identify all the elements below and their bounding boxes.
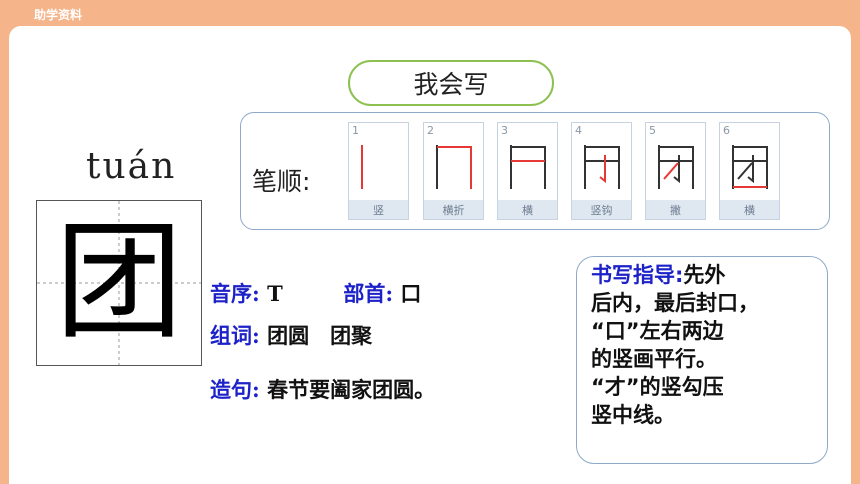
stroke-step-number: 4 xyxy=(575,124,582,137)
radical-sequence-label: 音序: xyxy=(210,281,260,306)
character-grid: 团 xyxy=(36,200,202,366)
stroke-step-drawing xyxy=(658,145,694,189)
stroke-step-drawing xyxy=(584,145,620,189)
info-words-row: 组词: 团圆 团聚 xyxy=(210,320,372,350)
guide-label: 书写指导: xyxy=(591,263,684,287)
top-bar-label: 助学资料 xyxy=(34,8,83,22)
words-value: 团圆 团聚 xyxy=(267,323,373,348)
stroke-step-name: 撇 xyxy=(646,200,705,219)
stroke-step-number: 2 xyxy=(427,124,434,137)
character-pinyin: tuán xyxy=(86,146,177,187)
writing-guide-box: 书写指导:先外 后内，最后封口， “口”左右两边 的竖画平行。 “才”的竖勾压 … xyxy=(576,256,828,464)
stroke-step-name: 竖钩 xyxy=(572,200,631,219)
stroke-step-number: 6 xyxy=(723,124,730,137)
guide-text: 先外 xyxy=(683,263,726,287)
stroke-step-3: 3 横 xyxy=(497,122,558,220)
stroke-step-number: 3 xyxy=(501,124,508,137)
stroke-step-6: 6 横 xyxy=(719,122,780,220)
stroke-step-2: 2 横折 xyxy=(423,122,484,220)
stroke-order-label: 笔顺: xyxy=(252,167,311,196)
section-title: 我会写 xyxy=(348,60,554,106)
stroke-step-5: 5 撇 xyxy=(645,122,706,220)
radical-value: 口 xyxy=(400,281,422,306)
info-radical-row: 音序: T 部首: 口 xyxy=(210,278,421,308)
radical-label: 部首: xyxy=(343,281,394,306)
character-glyph: 团 xyxy=(54,208,183,357)
guide-line-5: “才”的竖勾压 xyxy=(591,375,724,399)
radical-sequence-value: T xyxy=(267,281,283,306)
words-label: 组词: xyxy=(210,323,260,348)
guide-line-1: 书写指导:先外 xyxy=(591,261,817,289)
stroke-step-4: 4 竖钩 xyxy=(571,122,632,220)
stroke-step-name: 横 xyxy=(498,200,557,219)
sentence-label: 造句: xyxy=(210,377,260,402)
guide-line-6: 竖中线。 xyxy=(591,403,675,427)
stroke-step-drawing xyxy=(510,145,546,189)
stroke-step-name: 竖 xyxy=(349,200,408,219)
stroke-step-1: 1 竖 xyxy=(348,122,409,220)
stroke-step-name: 横 xyxy=(720,200,779,219)
guide-line-3: “口”左右两边 xyxy=(591,319,724,343)
stroke-step-drawing xyxy=(732,145,768,189)
stroke-step-number: 1 xyxy=(352,124,359,137)
guide-line-4: 的竖画平行。 xyxy=(591,347,717,371)
sentence-value: 春节要阖家团圆。 xyxy=(267,377,436,402)
info-sentence-row: 造句: 春节要阖家团圆。 xyxy=(210,374,435,404)
stroke-step-drawing xyxy=(361,145,363,189)
stroke-step-name: 横折 xyxy=(424,200,483,219)
stroke-step-drawing xyxy=(436,145,472,189)
guide-line-2: 后内，最后封口， xyxy=(591,291,759,315)
stroke-step-number: 5 xyxy=(649,124,656,137)
